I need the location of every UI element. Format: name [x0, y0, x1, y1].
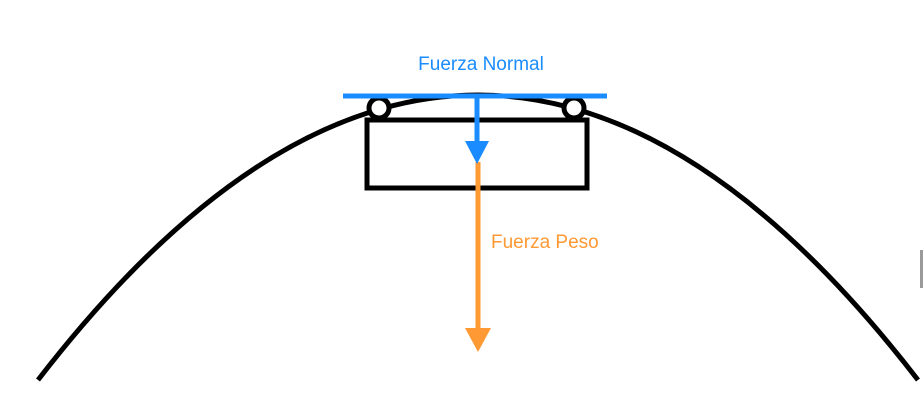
- normal-force-label: Fuerza Normal: [418, 54, 544, 75]
- normal-force-arrowhead: [465, 141, 489, 164]
- weight-force-arrowhead: [465, 328, 491, 352]
- cart-wheel-right: [561, 95, 587, 121]
- window-edge-marker: [920, 250, 923, 288]
- cart-wheel-left: [366, 95, 392, 121]
- weight-force-label: Fuerza Peso: [491, 232, 599, 253]
